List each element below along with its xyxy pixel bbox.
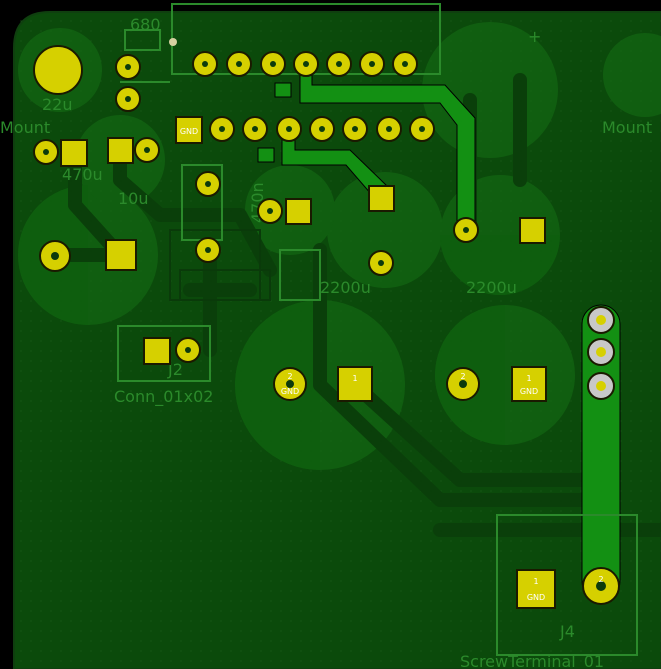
label-r-680: 680: [130, 15, 161, 34]
label-j4: J4: [559, 622, 575, 641]
label-screw-terminal: ScrewTerminal_01: [460, 652, 604, 669]
pad-label-1-b: 1: [526, 374, 531, 383]
label-c-2200u-b: 2200u: [466, 278, 517, 297]
pad-label-2-a: 2: [287, 372, 292, 381]
label-c-2200u: 2200u: [320, 278, 371, 297]
label-plus: +: [528, 27, 541, 46]
label-mount-right: Mount: [602, 118, 652, 137]
pad-label-gnd-3: GND: [527, 593, 545, 602]
label-conn-left: Conn_01x02: [114, 387, 213, 407]
label-c-470u: 470u: [62, 165, 103, 184]
pad-label-2-c: 2: [598, 575, 603, 584]
square-pads[interactable]: [60, 116, 556, 609]
label-c-10u: 10u: [118, 189, 149, 208]
pad-label-1-a: 1: [352, 374, 357, 383]
mounting-hole-left[interactable]: [33, 45, 83, 95]
pad-label-1-c: 1: [533, 577, 538, 586]
pin1-marker: [169, 38, 177, 46]
pad-label-2-b: 2: [460, 372, 465, 381]
pad-label-gnd-4: GND: [180, 127, 198, 136]
pad-drills: [43, 61, 606, 591]
front-trace-outlines: [169, 229, 271, 301]
label-mount-left: Mount: [0, 118, 50, 137]
pad-label-gnd-2: GND: [520, 387, 538, 396]
label-c-22u: 22u: [42, 95, 73, 114]
pad-label-gnd-1: GND: [281, 387, 299, 396]
